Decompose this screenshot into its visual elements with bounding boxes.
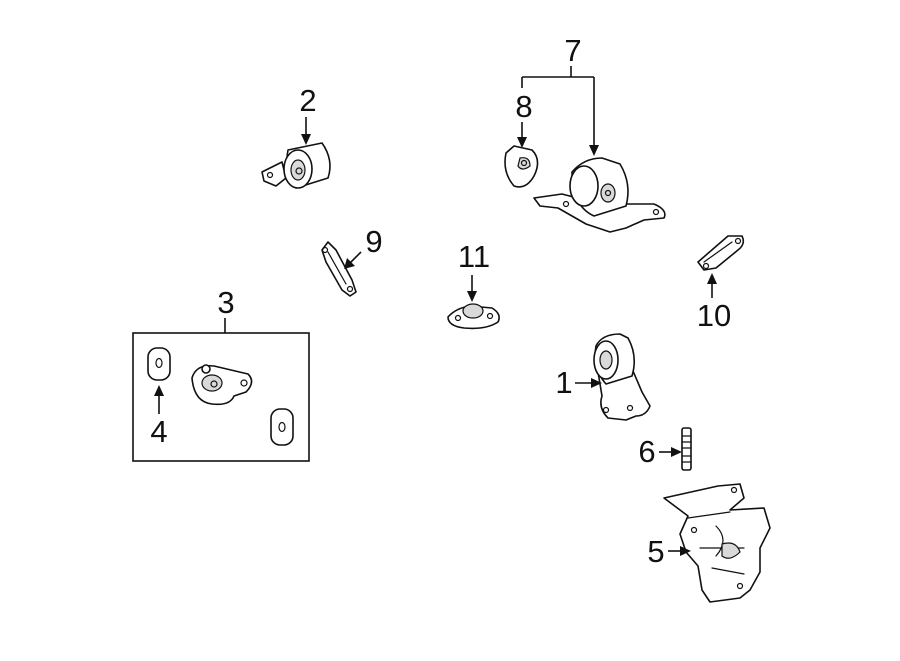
part-3-bushing-right[interactable] bbox=[270, 408, 294, 446]
part-5-mount-bracket[interactable] bbox=[663, 483, 771, 603]
callout-4: 4 bbox=[150, 385, 168, 449]
part-3-mount-assembly[interactable] bbox=[191, 364, 253, 406]
callout-11: 11 bbox=[458, 239, 490, 302]
svg-text:8: 8 bbox=[515, 89, 532, 124]
svg-text:9: 9 bbox=[365, 224, 382, 259]
part-2-mount[interactable] bbox=[261, 142, 331, 189]
svg-text:4: 4 bbox=[150, 414, 167, 449]
svg-text:1: 1 bbox=[555, 365, 572, 400]
svg-text:10: 10 bbox=[697, 298, 731, 333]
svg-text:5: 5 bbox=[647, 534, 664, 569]
callout-5: 5 bbox=[647, 534, 691, 569]
part-4-bushing[interactable] bbox=[147, 347, 171, 381]
callout-7: 7 bbox=[521, 33, 599, 156]
part-1-side-mount[interactable] bbox=[593, 333, 651, 421]
svg-text:11: 11 bbox=[458, 239, 490, 274]
part-7-rear-mount[interactable] bbox=[533, 157, 666, 233]
callout-2: 2 bbox=[299, 83, 317, 145]
svg-text:3: 3 bbox=[217, 285, 234, 320]
callout-8: 8 bbox=[515, 89, 533, 148]
callout-3: 3 bbox=[217, 285, 235, 333]
svg-text:6: 6 bbox=[638, 434, 655, 469]
part-9-bracket[interactable] bbox=[321, 241, 357, 297]
part-8-insert[interactable] bbox=[504, 145, 539, 188]
part-10-bracket[interactable] bbox=[697, 235, 745, 271]
callout-6: 6 bbox=[638, 434, 682, 469]
callout-9: 9 bbox=[344, 224, 383, 269]
svg-text:7: 7 bbox=[564, 33, 581, 68]
callout-1: 1 bbox=[555, 365, 602, 400]
part-6-stud[interactable] bbox=[681, 427, 692, 471]
svg-text:2: 2 bbox=[299, 83, 316, 118]
part-11-stopper[interactable] bbox=[447, 303, 500, 330]
callout-10: 10 bbox=[697, 273, 731, 333]
part-3-kit-box[interactable] bbox=[132, 332, 310, 462]
